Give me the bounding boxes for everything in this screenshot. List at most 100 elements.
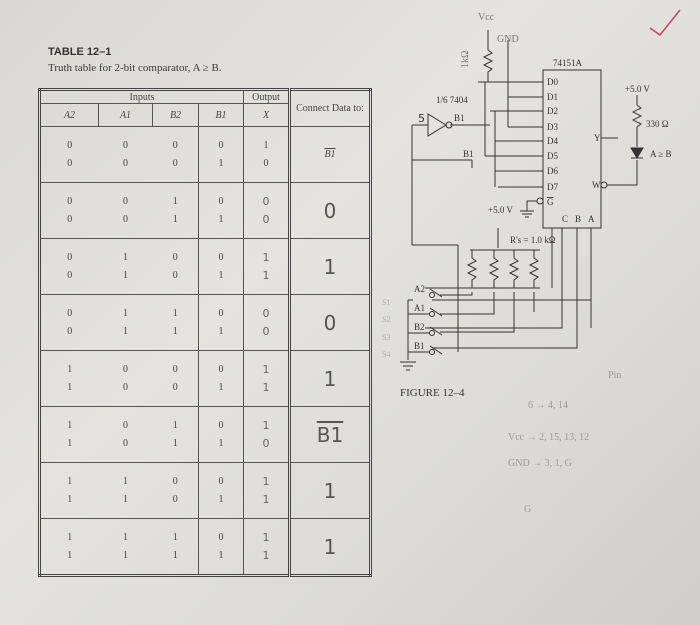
cell-value: 0 — [67, 325, 73, 337]
cell-value: 0 — [67, 213, 73, 225]
hw-line1: 6 → 4, 14 — [528, 400, 568, 411]
cell-value: 1 — [218, 325, 224, 337]
hw-line3: GND → 3, 1, G — [508, 458, 572, 469]
cell-value: 0 — [123, 437, 128, 449]
cell-value: 1 — [123, 475, 128, 487]
pin-d5: D5 — [547, 151, 558, 161]
cell-value: 0 — [263, 157, 269, 169]
cell-value: 1 — [262, 362, 270, 376]
hw-s3: S3 — [382, 333, 390, 342]
cell-value: 1 — [67, 531, 73, 543]
hw-1k: 1kΩ — [460, 51, 471, 68]
cell-value: 1 — [218, 269, 224, 281]
cell-value: 0 — [218, 531, 224, 543]
connect-value: B1 — [324, 149, 336, 160]
cell-value: 1 — [67, 419, 73, 431]
cell-value: 0 — [218, 307, 224, 319]
enable-pin: G — [547, 197, 554, 207]
cell-value: 0 — [218, 475, 224, 487]
cell-value: 1 — [123, 325, 128, 337]
cell-value: 1 — [123, 251, 128, 263]
cell-value: 0 — [172, 157, 178, 169]
cell-value: 1 — [172, 213, 178, 225]
cell-value: 0 — [123, 363, 128, 375]
connect-value: 1 — [323, 254, 337, 279]
cell-value: 1 — [262, 474, 270, 488]
cell-value: 1 — [123, 307, 128, 319]
cell-value: 1 — [262, 530, 270, 544]
cell-value: 1 — [218, 549, 224, 561]
cell-value: 1 — [123, 269, 128, 281]
cell-value: 1 — [67, 381, 73, 393]
select-c: C — [562, 214, 568, 224]
hw-line4: G — [524, 504, 531, 515]
cell-value: 1 — [218, 381, 224, 393]
led-label: A ≥ B — [650, 149, 671, 159]
pin-d2: D2 — [547, 106, 558, 116]
cell-value: 0 — [172, 363, 178, 375]
cell-value: 0 — [67, 157, 73, 169]
supply-label: +5.0 V — [625, 84, 650, 94]
hw-line2: Vcc → 2, 15, 13, 12 — [508, 432, 589, 443]
connect-value: 1 — [323, 534, 337, 559]
resistor-330 — [631, 95, 643, 147]
cell-value: 1 — [262, 380, 270, 394]
cell-value: 0 — [123, 381, 128, 393]
cell-value: 1 — [262, 492, 270, 506]
cell-value: 1 — [262, 268, 270, 282]
cell-value: 0 — [67, 251, 73, 263]
cell-value: 0 — [262, 324, 270, 338]
pin-d7: D7 — [547, 182, 558, 192]
cell-value: 1 — [218, 213, 224, 225]
cell-value: 0 — [172, 251, 178, 263]
red-check-mark — [649, 9, 681, 37]
resistor-label: 330 Ω — [646, 119, 669, 129]
inverter-pin-in: 5 — [418, 112, 425, 125]
cell-value: 1 — [263, 139, 269, 151]
connect-data-cell: 1 — [288, 462, 371, 519]
connect-data-cell: B1 — [288, 406, 371, 463]
connect-data-cell: 1 — [288, 518, 371, 576]
connect-data-cell: 1 — [288, 238, 371, 295]
cell-value: 1 — [172, 437, 178, 449]
cell-value: 1 — [172, 531, 178, 543]
cell-value: 0 — [262, 194, 270, 208]
switch-a1: A1 — [414, 303, 425, 313]
pin-d1: D1 — [547, 92, 558, 102]
hw-pin: Pin — [608, 370, 621, 381]
cell-value: 1 — [123, 549, 128, 561]
pin-d6: D6 — [547, 166, 558, 176]
cell-value: 1 — [67, 493, 73, 505]
connect-value: 0 — [323, 310, 337, 335]
cell-value: 0 — [172, 139, 178, 151]
select-b: B — [575, 214, 581, 224]
switch-b1: B1 — [414, 341, 425, 351]
cell-value: 0 — [67, 269, 73, 281]
cell-value: 0 — [262, 436, 270, 450]
cell-value: 0 — [123, 195, 128, 207]
